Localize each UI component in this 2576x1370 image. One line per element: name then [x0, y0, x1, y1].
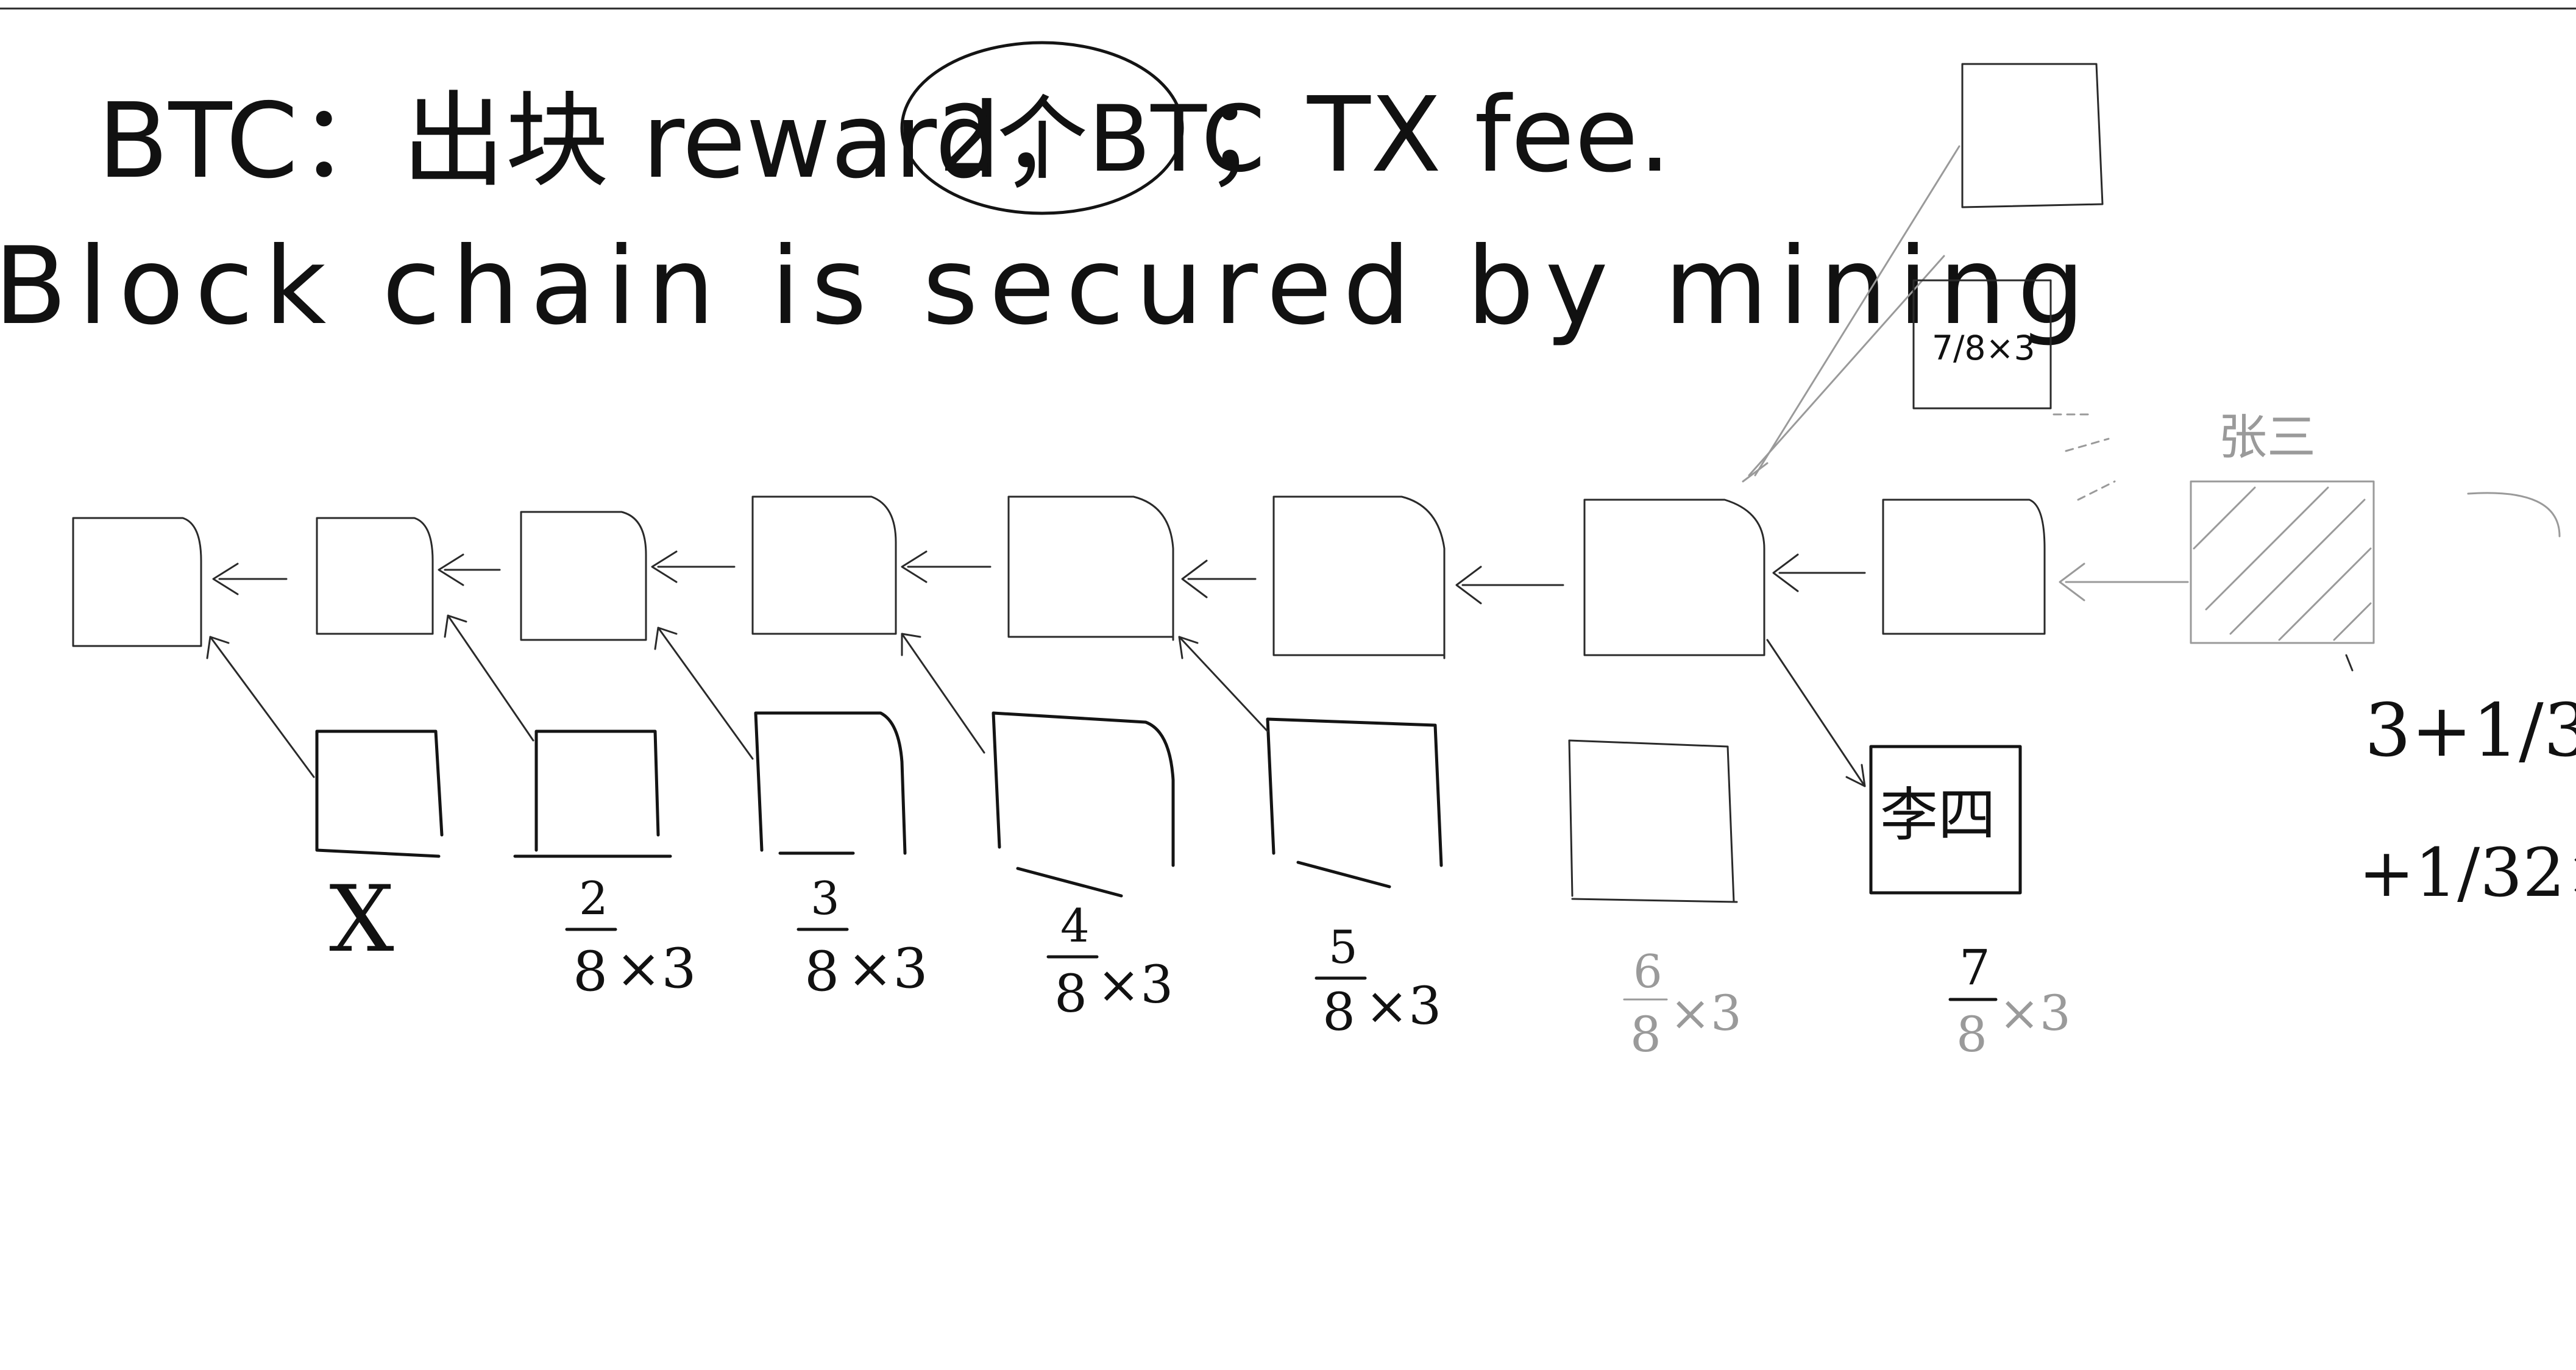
- chain-arrow-4: [901, 550, 992, 583]
- svg-text:8: 8: [1956, 1006, 1987, 1063]
- main-block-5: [1007, 495, 1174, 641]
- partial-block-right: [2467, 492, 2561, 538]
- reward-label-5: 5 8 ×3: [1315, 920, 1441, 1043]
- main-chain: [72, 495, 2189, 659]
- heading-line1-circled: 2个BTC: [939, 87, 1265, 193]
- circled-2btc-ring: [900, 41, 1184, 215]
- reward-label-6: 6 8 ×3: [1623, 945, 1742, 1063]
- small-uncle-block: [1912, 279, 2052, 410]
- top-uncle-block: [1961, 63, 2104, 208]
- reward-formula-1: 3+1/32×3: [2365, 689, 2576, 773]
- top-uncle-pointer-2: [1742, 255, 1945, 483]
- ommer-block-6: [1568, 739, 1738, 903]
- svg-text:6: 6: [1633, 945, 1662, 998]
- ommer-arrow-6: [1766, 639, 1866, 787]
- svg-text:5: 5: [1329, 920, 1358, 974]
- heading-line2: Block chain is secured by mining: [0, 225, 2096, 349]
- ommer-block-2: [513, 729, 672, 858]
- svg-text:×3: ×3: [1999, 985, 2071, 1042]
- formula-pointer: [2345, 654, 2354, 672]
- reward-label-7: 7 8 ×3: [1948, 939, 2071, 1063]
- ommer-arrow-5: [1178, 636, 1269, 733]
- ommer-arrow-1: [206, 636, 315, 778]
- main-block-7: [1583, 499, 1765, 656]
- svg-text:×3: ×3: [616, 937, 697, 1001]
- reward-label-1: X: [329, 867, 394, 973]
- svg-text:×3: ×3: [1670, 985, 1742, 1042]
- main-block-6: [1272, 495, 1446, 659]
- svg-text:2: 2: [579, 871, 608, 925]
- chain-arrow-2: [438, 553, 501, 586]
- svg-text:3: 3: [811, 871, 840, 925]
- small-uncle-block-label: 7/8×3: [1932, 328, 2035, 367]
- ommer-block-4: [992, 711, 1175, 898]
- ommer-block-5: [1266, 717, 1443, 889]
- heading-line1-part2: ；TX fee.: [1204, 75, 1671, 196]
- chain-arrow-8: [2059, 563, 2189, 602]
- reward-labels: X 2 8 ×3 3 8 ×3 4 8 ×3 5 8 ×3 6 8: [329, 867, 2071, 1063]
- main-block-1: [72, 517, 202, 647]
- svg-text:8: 8: [1054, 964, 1087, 1024]
- faint-arrow-right-1: [2053, 413, 2116, 501]
- svg-text:8: 8: [1630, 1006, 1661, 1063]
- svg-text:×3: ×3: [1365, 976, 1441, 1037]
- reward-label-3: 3 8 ×3: [797, 871, 928, 1004]
- chain-arrow-1: [212, 563, 288, 595]
- reward-formula-2: +1/32×3: [2358, 834, 2576, 912]
- top-uncle-pointer: [1754, 145, 1960, 477]
- ommer-arrow-3: [654, 626, 754, 760]
- heading-line1-part1: BTC：出块 reward，: [98, 81, 1104, 202]
- main-block-2: [316, 517, 434, 635]
- svg-text:8: 8: [573, 940, 608, 1004]
- ommer-block-lisi: [1869, 745, 2022, 895]
- chain-arrow-7: [1772, 553, 1866, 592]
- ommer-row: 李四: [206, 614, 2022, 903]
- main-block-4: [751, 495, 897, 635]
- chain-arrow-3: [651, 550, 736, 583]
- svg-text:4: 4: [1060, 899, 1090, 953]
- ommer-block-lisi-label: 李四: [1880, 782, 1996, 849]
- hatched-block-zhangsan: 张三: [2190, 409, 2375, 644]
- main-block-3: [520, 511, 647, 641]
- reward-label-2: 2 8 ×3: [565, 871, 697, 1004]
- svg-text:×3: ×3: [847, 937, 928, 1001]
- ommer-block-3: [754, 711, 907, 855]
- main-block-8: [1882, 499, 2046, 635]
- ommer-arrow-2: [444, 614, 534, 742]
- ommer-arrow-4: [901, 633, 985, 754]
- chain-arrow-6: [1455, 566, 1564, 605]
- hatched-block-label: 张三: [2218, 409, 2316, 466]
- svg-text:7: 7: [1959, 939, 1990, 996]
- svg-text:8: 8: [804, 940, 839, 1004]
- ommer-block-1: [315, 729, 444, 858]
- reward-label-4: 4 8 ×3: [1046, 899, 1173, 1024]
- svg-text:8: 8: [1322, 982, 1355, 1043]
- chain-arrow-5: [1181, 559, 1257, 598]
- svg-text:×3: ×3: [1097, 955, 1173, 1015]
